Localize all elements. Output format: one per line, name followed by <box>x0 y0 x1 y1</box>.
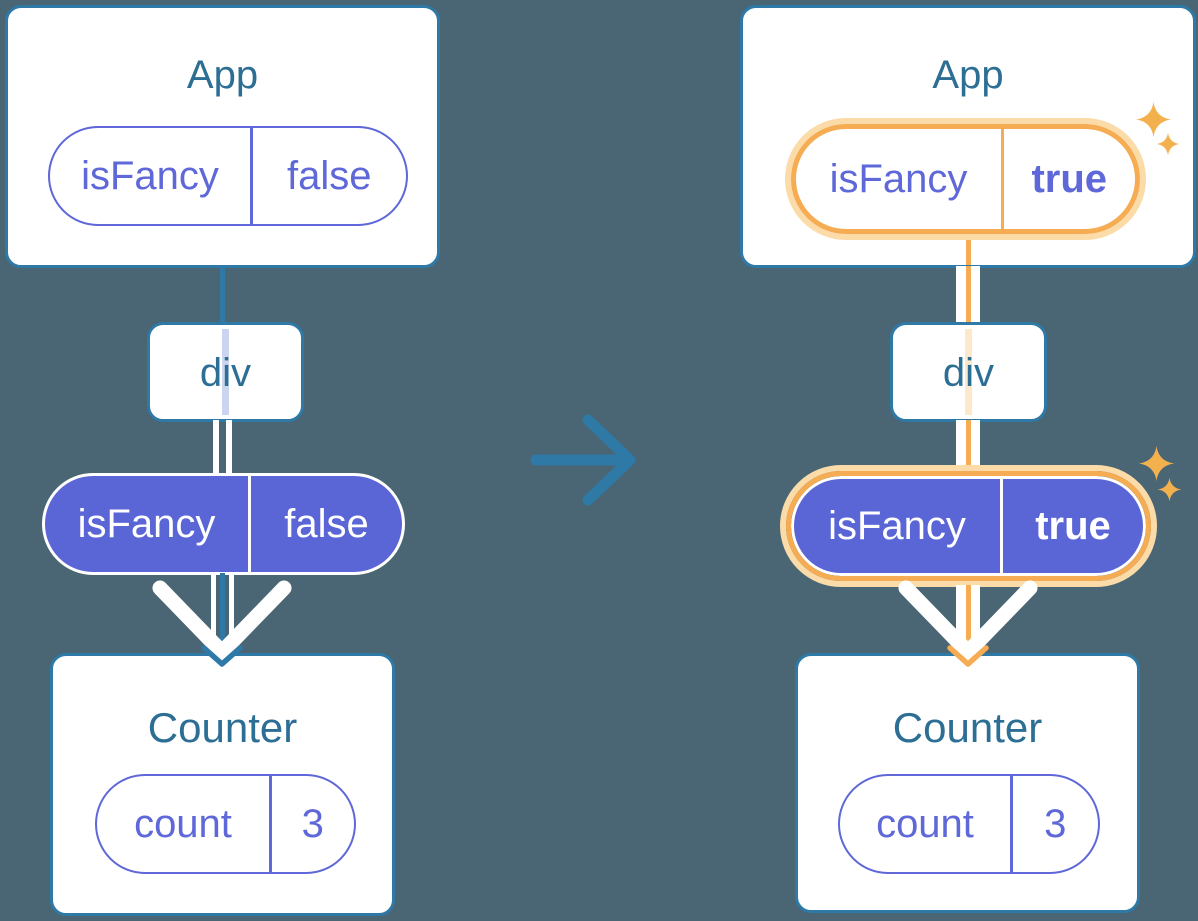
pill-divider <box>1010 776 1013 872</box>
pill-divider <box>269 776 272 872</box>
state-key: count <box>876 801 974 846</box>
after-prop-pill-ring: isFancy true <box>786 471 1151 581</box>
before-app-card: App isFancy false <box>5 5 440 268</box>
state-value: 3 <box>1044 801 1067 846</box>
sparkle-icon <box>1157 477 1182 502</box>
pill-divider <box>248 476 251 572</box>
before-faint-pipe <box>222 329 229 415</box>
before-app-title: App <box>186 53 259 97</box>
arrowhead-icon <box>201 645 243 667</box>
before-flow-rail-left <box>211 575 216 642</box>
before-app-state-pill: isFancy false <box>48 126 408 226</box>
down-arrow-icon <box>898 580 1038 660</box>
before-counter-card: Counter count 3 <box>50 653 395 916</box>
state-value: true <box>1031 156 1108 201</box>
before-flow-line <box>220 573 225 661</box>
state-value: 3 <box>301 801 324 846</box>
after-counter-state-pill: count 3 <box>838 774 1100 874</box>
state-key: count <box>134 801 232 846</box>
prop-value: true <box>1035 503 1111 548</box>
state-key: isFancy <box>81 153 219 198</box>
down-arrow-icon <box>152 580 292 660</box>
state-key: isFancy <box>829 156 968 201</box>
prop-value: false <box>284 501 369 546</box>
after-prop-pill-highlight: isFancy true <box>780 465 1157 587</box>
after-app-title: App <box>932 53 1004 97</box>
pill-divider <box>250 128 253 224</box>
after-pipe-core <box>966 266 971 324</box>
before-connector-app-div <box>220 266 225 324</box>
sparkle-icon <box>1135 101 1172 138</box>
after-div-title: div <box>942 351 995 395</box>
sparkle-icon <box>1138 445 1175 482</box>
after-prop-pill: isFancy true <box>791 476 1146 576</box>
before-flow-rail-right <box>229 575 234 642</box>
before-pipe-rail-right <box>226 420 232 475</box>
before-pipe-rail-left <box>213 420 219 475</box>
before-prop-pill: isFancy false <box>42 473 405 575</box>
after-div-card: div <box>890 322 1047 422</box>
pill-divider <box>1000 479 1003 573</box>
state-value: false <box>287 153 372 198</box>
after-faint-pipe <box>965 329 972 415</box>
after-pipe-stub <box>966 235 971 265</box>
before-div-card: div <box>147 322 304 422</box>
right-arrow-icon <box>530 414 636 506</box>
after-counter-card: Counter count 3 <box>795 653 1140 913</box>
prop-key: isFancy <box>828 503 966 548</box>
after-flow-core <box>966 585 971 662</box>
after-pipe-core <box>966 420 971 467</box>
before-div-title: div <box>199 351 252 395</box>
after-counter-title: Counter <box>892 704 1043 751</box>
arrowhead-icon <box>947 645 989 667</box>
before-counter-state-pill: count 3 <box>95 774 356 874</box>
pill-divider <box>1001 129 1004 229</box>
prop-key: isFancy <box>77 501 216 546</box>
after-app-state-pill-highlight: isFancy true <box>785 118 1146 240</box>
sparkle-icon <box>1156 132 1180 156</box>
before-counter-title: Counter <box>147 704 298 751</box>
after-app-state-pill: isFancy true <box>791 124 1140 234</box>
after-app-card: App isFancy true <box>740 5 1196 268</box>
